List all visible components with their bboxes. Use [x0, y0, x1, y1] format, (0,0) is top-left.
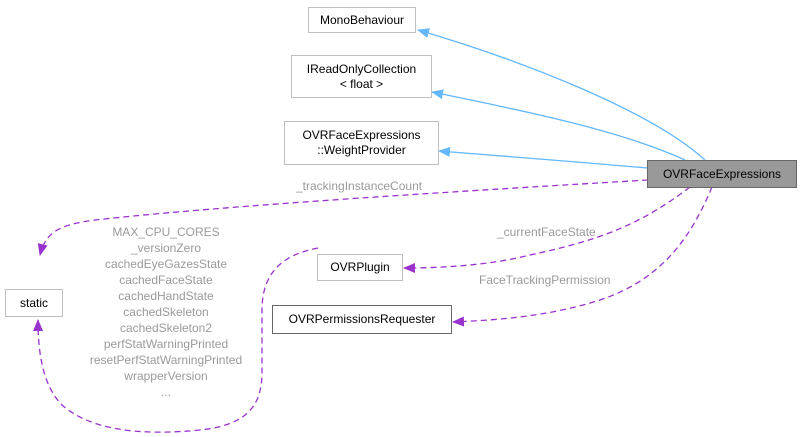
- label-face-tracking-permission: FaceTrackingPermission: [479, 273, 611, 287]
- node-ireadonlycollection-line2: < float >: [339, 76, 384, 91]
- member-label: cachedSkeleton2: [119, 321, 213, 335]
- node-weightprovider-line1: OVRFaceExpressions: [302, 128, 421, 142]
- member-label: resetPerfStatWarningPrinted: [89, 353, 243, 367]
- node-ovrpermissionsrequester[interactable]: OVRPermissionsRequester: [272, 305, 452, 334]
- node-ovrplugin-label: OVRPlugin: [330, 260, 390, 274]
- edge-face-expressions-to-readonly-collection: [431, 89, 686, 161]
- edge-face-expressions-to-weight-provider: [438, 146, 649, 169]
- member-label: cachedEyeGazesState: [104, 257, 228, 271]
- node-ovrplugin[interactable]: OVRPlugin: [317, 254, 403, 281]
- member-label: ...: [160, 385, 171, 399]
- node-monobehaviour-label: MonoBehaviour: [319, 12, 405, 27]
- edge-face-expressions-to-monobehaviour: [417, 28, 706, 161]
- member-label: cachedFaceState: [119, 273, 213, 287]
- node-weightprovider-line2: ::WeightProvider: [317, 143, 406, 157]
- member-label: wrapperVersion: [124, 369, 208, 383]
- node-weightprovider[interactable]: OVRFaceExpressions ::WeightProvider: [284, 121, 439, 165]
- node-monobehaviour[interactable]: MonoBehaviour: [308, 7, 416, 33]
- node-ireadonlycollection-line1: IReadOnlyCollection: [306, 61, 417, 76]
- edge-current-face-state: [403, 186, 691, 273]
- label-tracking-instance-count: _trackingInstanceCount: [296, 179, 423, 193]
- member-label: MAX_CPU_CORES: [112, 225, 220, 239]
- node-ovrpermissionsrequester-label: OVRPermissionsRequester: [288, 312, 436, 326]
- node-static-label: static: [19, 295, 48, 310]
- edge-tracking-instance-count: [37, 179, 649, 256]
- label-plugin-static-members: MAX_CPU_CORES _versionZero cachedEyeGaze…: [66, 224, 266, 400]
- member-label: cachedHandState: [118, 289, 214, 303]
- member-label: perfStatWarningPrinted: [103, 337, 229, 351]
- edge-face-tracking-permission: [452, 186, 713, 327]
- member-label: cachedSkeleton: [123, 305, 209, 319]
- node-ovrfaceexpressions-label: OVRFaceExpressions: [662, 166, 782, 181]
- label-current-face-state: _currentFaceState: [497, 225, 596, 239]
- node-ovrfaceexpressions[interactable]: OVRFaceExpressions: [647, 160, 797, 188]
- member-label: _versionZero: [130, 241, 202, 255]
- node-ireadonlycollection[interactable]: IReadOnlyCollection < float >: [291, 55, 432, 98]
- edge-ovrplugin-to-static: [33, 247, 319, 433]
- node-static[interactable]: static: [5, 289, 63, 317]
